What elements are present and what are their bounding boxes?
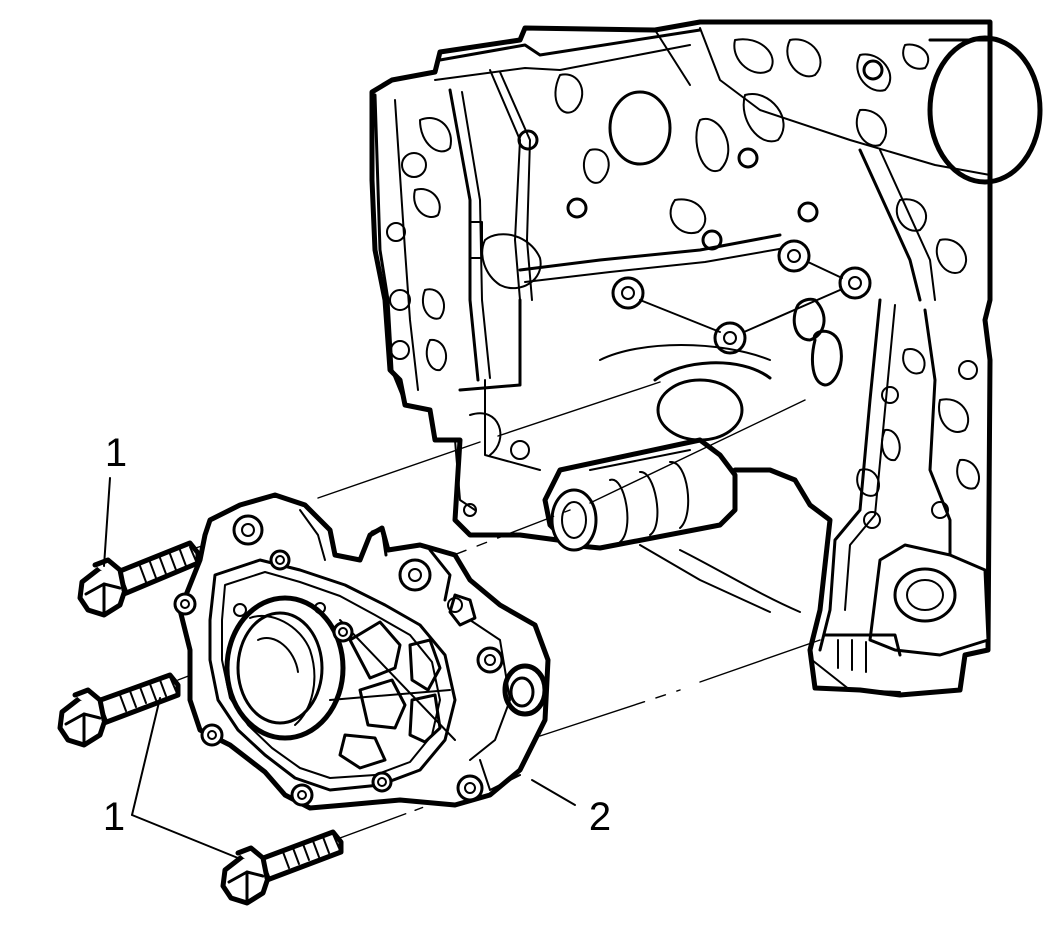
crankshaft-snout xyxy=(542,437,738,552)
leader-lower-bolt xyxy=(131,814,239,859)
leader-lines xyxy=(103,477,576,859)
leader-middle-bolt xyxy=(131,697,161,816)
leader-oil-pump xyxy=(531,779,576,806)
bolt-upper xyxy=(77,540,201,618)
oil-pump xyxy=(173,492,551,811)
leader-upper-bolt xyxy=(103,477,111,567)
callout-oil-pump: 2 xyxy=(589,795,611,839)
pump-cover-web xyxy=(329,619,456,770)
callout-bolts-lower: 1 xyxy=(103,795,125,839)
callout-bolt-upper: 1 xyxy=(105,431,127,475)
bolt-lower xyxy=(220,829,344,906)
bolt-middle xyxy=(57,672,181,748)
